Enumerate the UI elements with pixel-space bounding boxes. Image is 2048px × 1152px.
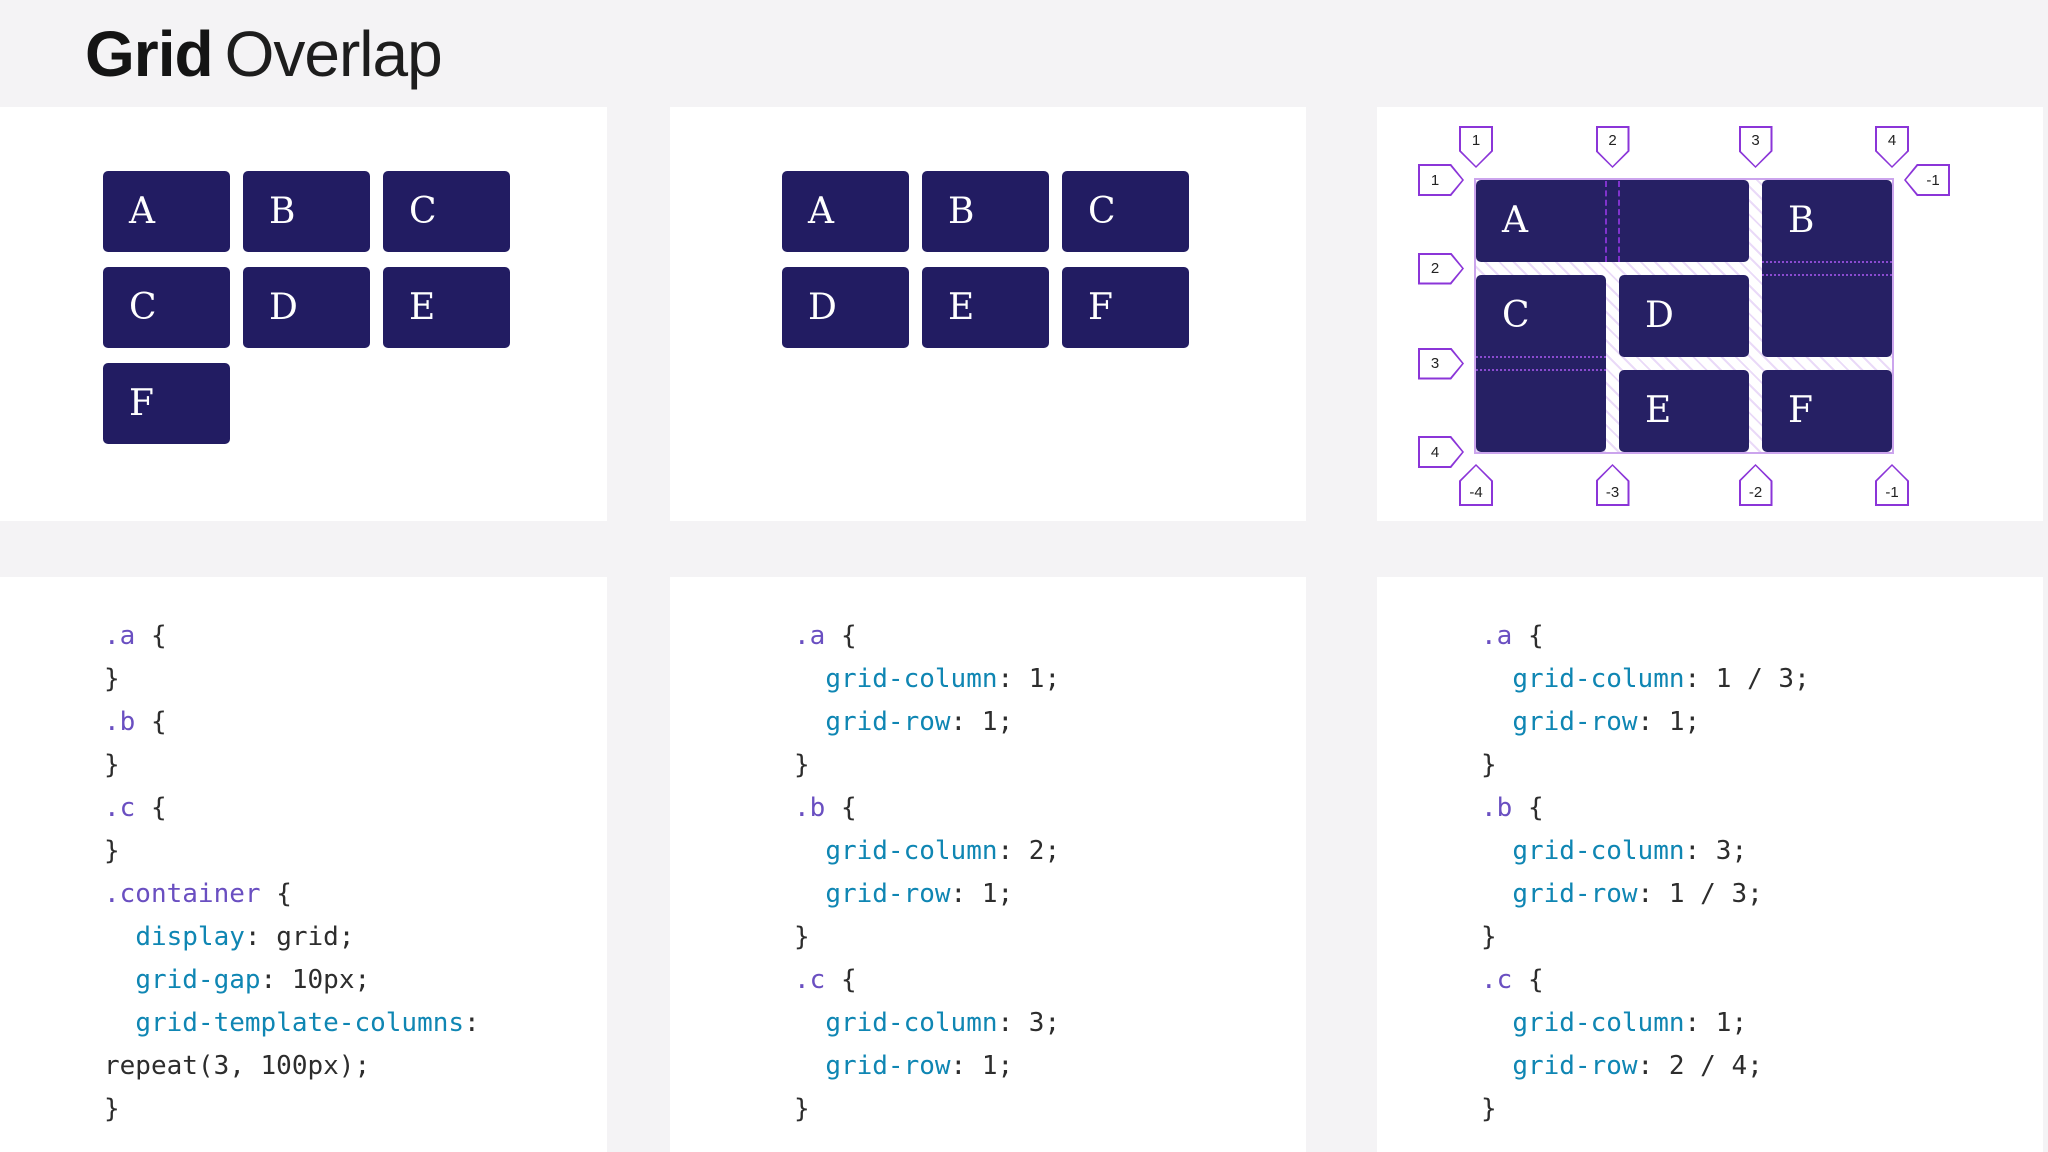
code-card-1: .a {} .b {} .c {} .container { display: gri…: [0, 577, 607, 1152]
grid-box: E: [922, 267, 1049, 348]
code-line: .b {: [104, 707, 167, 737]
code-line: grid-column: 2;: [825, 836, 1061, 866]
code-line: }: [794, 750, 810, 780]
grid-box: B: [243, 171, 370, 252]
code-line: repeat(3, 100px);: [104, 1051, 371, 1081]
inspector-grid-box: F: [1762, 370, 1892, 452]
code-line: }: [794, 922, 810, 952]
code-line: }: [1481, 750, 1497, 780]
grid-box: B: [922, 171, 1049, 252]
code-line: grid-row: 2 / 4;: [1512, 1051, 1763, 1081]
code-line: .a {: [794, 621, 857, 651]
column-line-negative-badge: -3: [1595, 464, 1630, 506]
code-line: }: [104, 750, 120, 780]
inspector-grid-box: B: [1762, 180, 1892, 357]
code-line: .b {: [794, 793, 857, 823]
code-line: grid-row: 1;: [825, 1051, 1014, 1081]
column-line-negative-badge: -2: [1738, 464, 1773, 506]
row-line-badge: 1: [1418, 164, 1464, 196]
inspector-grid-box: A: [1476, 180, 1749, 262]
grid-box: F: [1062, 267, 1189, 348]
column-line-negative-badge: -1: [1875, 464, 1909, 506]
title-bold: Grid: [85, 18, 214, 90]
grid-box: A: [103, 171, 230, 252]
row-line-badge: 3: [1418, 347, 1464, 380]
code-card-3: .a { grid-column: 1 / 3; grid-row: 1;} .b…: [1377, 577, 2043, 1152]
code-card-2: .a { grid-column: 1; grid-row: 1;} .b { g…: [670, 577, 1306, 1152]
grid-box: C: [1062, 171, 1189, 252]
grid-box: D: [243, 267, 370, 348]
code-line: grid-row: 1;: [825, 879, 1014, 909]
code-line: }: [104, 1094, 120, 1124]
inspector-grid-box: D: [1619, 275, 1749, 357]
code-line: .c {: [1481, 965, 1544, 995]
column-line-badge: 2: [1595, 126, 1630, 168]
code-block-overlap: .a { grid-column: 1 / 3; grid-row: 1;} .b…: [1481, 615, 1810, 1131]
code-line: grid-column: 1;: [825, 664, 1061, 694]
code-line: grid-column: 1 / 3;: [1512, 664, 1810, 694]
code-line: }: [104, 836, 120, 866]
column-line-badge: 4: [1875, 126, 1909, 168]
code-line: display: grid;: [135, 922, 355, 952]
code-line: .c {: [794, 965, 857, 995]
code-line: grid-column: 3;: [825, 1008, 1061, 1038]
code-line: }: [794, 1094, 810, 1124]
grid-box: D: [782, 267, 909, 348]
code-line: }: [1481, 1094, 1497, 1124]
code-line: grid-gap: 10px;: [135, 965, 371, 995]
code-line: .c {: [104, 793, 167, 823]
code-line: .a {: [104, 621, 167, 651]
code-line: grid-column: 3;: [1512, 836, 1748, 866]
column-line-badge: 1: [1459, 126, 1493, 168]
code-line: grid-row: 1;: [825, 707, 1014, 737]
code-line: grid-column: 1;: [1512, 1008, 1748, 1038]
grid-box: E: [383, 267, 510, 348]
code-line: .container {: [104, 879, 292, 909]
code-line: .b {: [1481, 793, 1544, 823]
code-line: .a {: [1481, 621, 1544, 651]
row-line-badge: 4: [1418, 436, 1464, 468]
code-block-row1: .a { grid-column: 1; grid-row: 1;} .b { g…: [794, 615, 1060, 1131]
grid-box: A: [782, 171, 909, 252]
code-line: grid-template-columns:: [135, 1008, 480, 1038]
row-line-badge: 2: [1418, 252, 1464, 285]
column-line-badge: 3: [1738, 126, 1773, 168]
column-line-negative-badge: -1: [1904, 164, 1950, 196]
code-line: grid-row: 1 / 3;: [1512, 879, 1763, 909]
code-block-container: .a {} .b {} .c {} .container { display: gri…: [104, 615, 480, 1131]
title-light: Overlap: [224, 18, 443, 90]
code-line: grid-row: 1;: [1512, 707, 1701, 737]
inspector-grid-box: C: [1476, 275, 1606, 452]
grid-box: C: [103, 267, 230, 348]
grid-box: C: [383, 171, 510, 252]
grid-box: F: [103, 363, 230, 444]
inspector-grid-box: E: [1619, 370, 1749, 452]
code-line: }: [1481, 922, 1497, 952]
column-line-negative-badge: -4: [1459, 464, 1493, 506]
code-line: }: [104, 664, 120, 694]
